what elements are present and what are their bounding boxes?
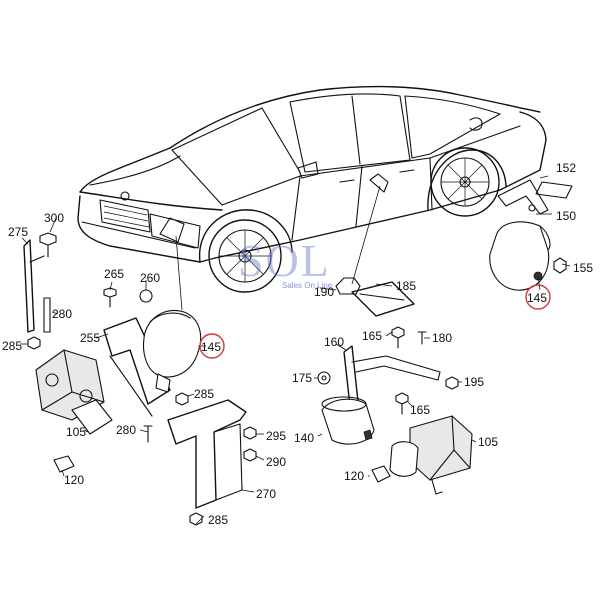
leader-lines [20, 175, 571, 525]
callout-280-left: 280 [52, 307, 72, 321]
highlight-ring-145-right [525, 284, 551, 310]
callout-180: 180 [432, 331, 452, 345]
callout-152: 152 [556, 161, 576, 175]
center-right-group [317, 277, 473, 495]
callout-285-mid: 285 [194, 387, 214, 401]
svg-text:Sales On Line: Sales On Line [282, 281, 333, 290]
callout-295: 295 [266, 429, 286, 443]
callout-165-mid: 165 [410, 403, 430, 417]
callout-155: 155 [573, 261, 593, 275]
callout-160: 160 [324, 335, 344, 349]
callout-280-mid: 280 [116, 423, 136, 437]
callout-165-top: 165 [362, 329, 382, 343]
highlight-ring-145-left [199, 333, 225, 359]
callout-145-left: 145 [201, 340, 221, 354]
callout-190: 190 [314, 285, 334, 299]
callout-105-right: 105 [478, 435, 498, 449]
callout-145-right: 145 [527, 291, 547, 305]
callout-300: 300 [44, 211, 64, 225]
callout-285-left: 285 [2, 339, 22, 353]
callouts: 152 150 155 145 300 275 280 285 255 265 … [2, 161, 593, 527]
watermark-logo: SOL Sales On Line [238, 235, 333, 290]
callout-265: 265 [104, 267, 124, 281]
callout-175: 175 [292, 371, 312, 385]
callout-120-left: 120 [64, 473, 84, 487]
callout-195: 195 [464, 375, 484, 389]
rear-reservoir-group [489, 179, 573, 291]
callout-185: 185 [396, 279, 416, 293]
callout-120-right: 120 [344, 469, 364, 483]
callout-270: 270 [256, 487, 276, 501]
callout-105-left: 105 [66, 425, 86, 439]
callout-285-bottom: 285 [208, 513, 228, 527]
callout-140: 140 [294, 431, 314, 445]
callout-150: 150 [556, 209, 576, 223]
front-left-group [23, 232, 257, 526]
svg-text:SOL: SOL [238, 235, 331, 286]
callout-275: 275 [8, 225, 28, 239]
car-body [77, 85, 547, 293]
callout-260: 260 [140, 271, 160, 285]
callout-255: 255 [80, 331, 100, 345]
callout-290: 290 [266, 455, 286, 469]
